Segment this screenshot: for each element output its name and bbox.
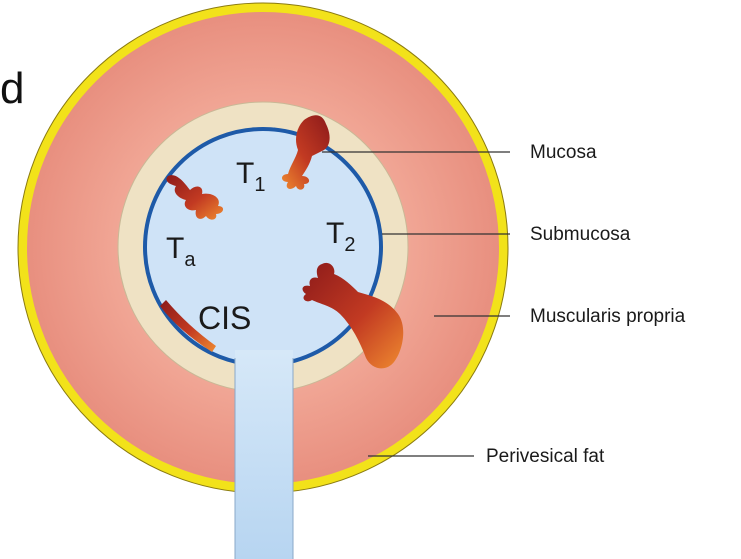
submucosa-label: Submucosa <box>530 224 631 245</box>
mucosa-label: Mucosa <box>530 142 597 163</box>
urethra-channel <box>235 350 293 559</box>
perivesical-fat-label: Perivesical fat <box>486 446 605 467</box>
muscularis-propria-label: Muscularis propria <box>530 306 686 327</box>
cis-stage-label: CIS <box>198 300 251 336</box>
